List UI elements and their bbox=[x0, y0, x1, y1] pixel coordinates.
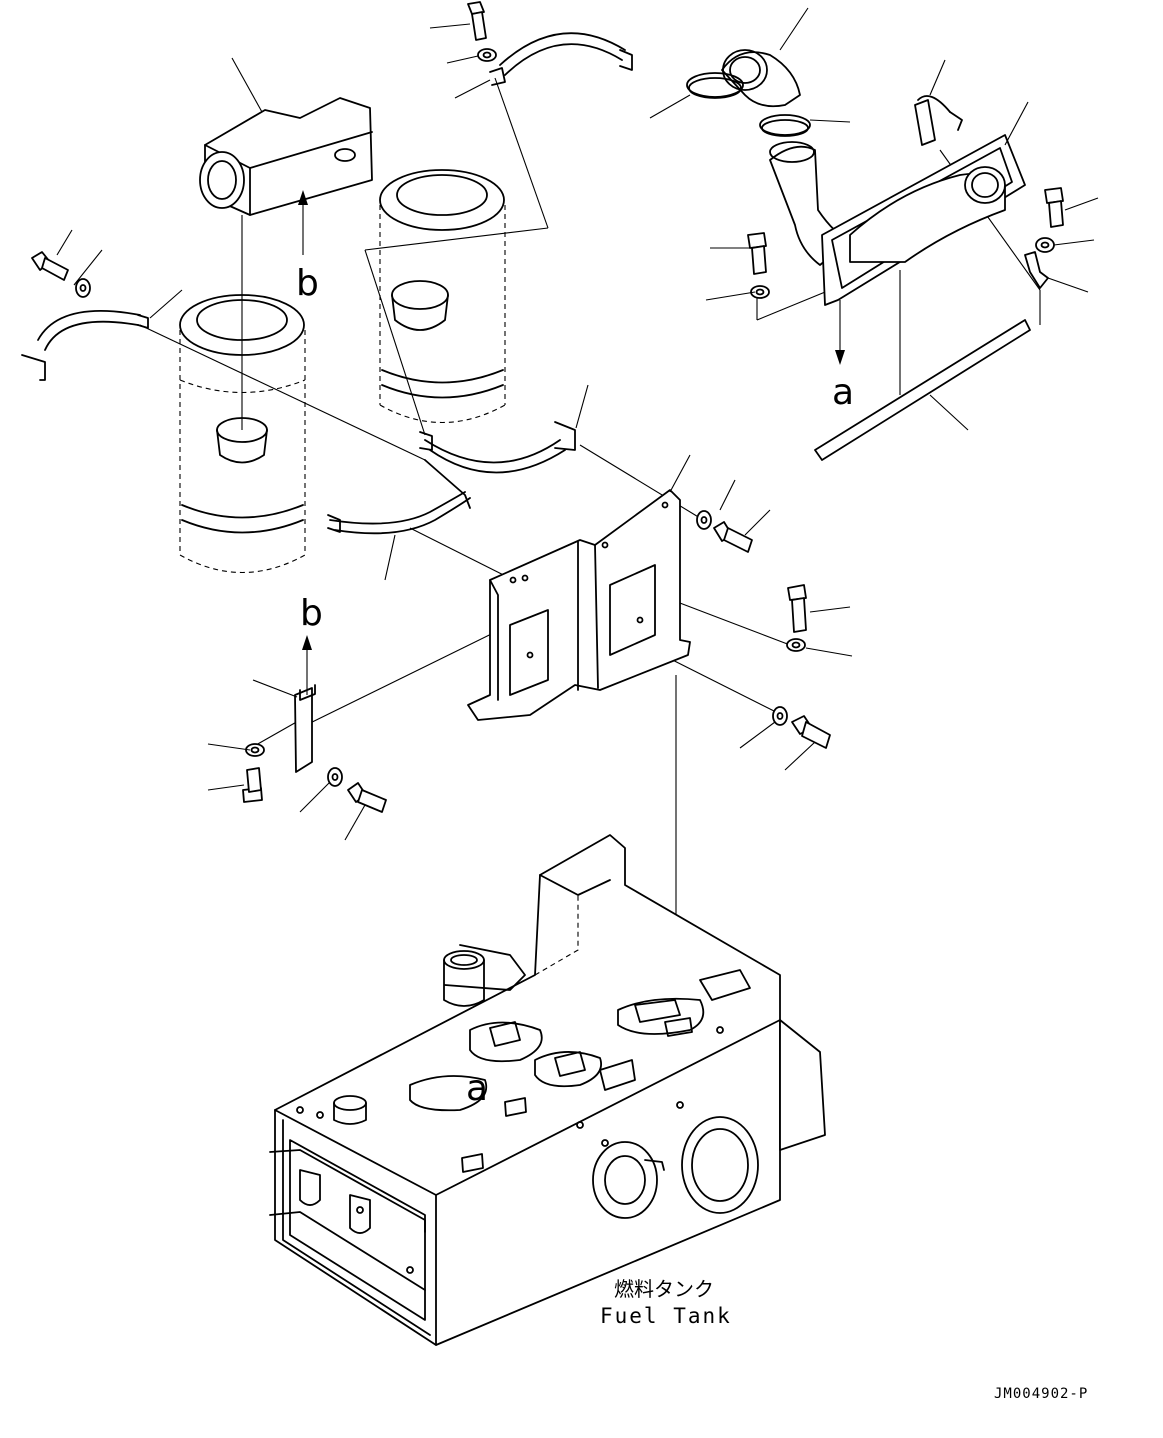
bolt-right-2 bbox=[791, 715, 831, 749]
view-label-a-top: a bbox=[832, 372, 854, 413]
fuel-tank bbox=[269, 834, 826, 1346]
bolt-upper-right-2 bbox=[1044, 187, 1064, 228]
mounting-bracket bbox=[467, 454, 691, 721]
washer-7 bbox=[327, 767, 343, 787]
view-label-a-tank: a bbox=[466, 1068, 488, 1109]
leader-lines bbox=[56, 23, 1099, 841]
bolts bbox=[31, 1, 1064, 813]
bolt-bottom-left bbox=[242, 767, 263, 803]
washer-2 bbox=[75, 278, 91, 298]
intake-duct-bracket bbox=[821, 101, 1029, 306]
seal-strip bbox=[814, 319, 1031, 461]
intake-elbow bbox=[721, 7, 809, 108]
strap-clamp-lower-2 bbox=[327, 459, 471, 581]
view-label-b-mid: b bbox=[300, 593, 323, 634]
arrow-b-mid bbox=[302, 635, 312, 695]
view-label-b-top: b bbox=[296, 263, 319, 304]
washer-3 bbox=[696, 510, 712, 530]
arrow-a-top bbox=[835, 300, 845, 365]
bolt-mid-right bbox=[713, 521, 753, 553]
support-stay bbox=[252, 679, 316, 773]
washer-9 bbox=[1035, 237, 1055, 253]
intake-precleaner bbox=[199, 57, 373, 216]
bolt-top bbox=[467, 1, 487, 41]
hose-clamp-1 bbox=[649, 72, 744, 119]
strap-clamp-left bbox=[21, 289, 183, 381]
air-cleaner-right bbox=[379, 169, 506, 424]
bolt-left bbox=[31, 251, 69, 281]
hose-clamp-2 bbox=[759, 114, 851, 137]
sensor-switch bbox=[914, 59, 963, 146]
washer-6 bbox=[245, 743, 265, 757]
tank-label-japanese: 燃料タンク bbox=[614, 1277, 714, 1301]
bolt-upper-right-1 bbox=[747, 232, 767, 275]
arrow-b-top bbox=[298, 190, 308, 255]
washer-5 bbox=[772, 706, 788, 726]
washer-1 bbox=[477, 48, 497, 62]
clip-right bbox=[1024, 251, 1049, 289]
drawing-code: JM004902-P bbox=[994, 1386, 1088, 1402]
bolt-bottom-center bbox=[347, 782, 387, 813]
bolt-right-1 bbox=[787, 584, 807, 633]
washer-4 bbox=[786, 638, 806, 652]
washer-8 bbox=[750, 285, 770, 299]
strap-clamp-lower-1 bbox=[419, 384, 589, 474]
tank-label-english: Fuel Tank bbox=[600, 1304, 732, 1328]
strap-clamp-top bbox=[489, 32, 633, 86]
